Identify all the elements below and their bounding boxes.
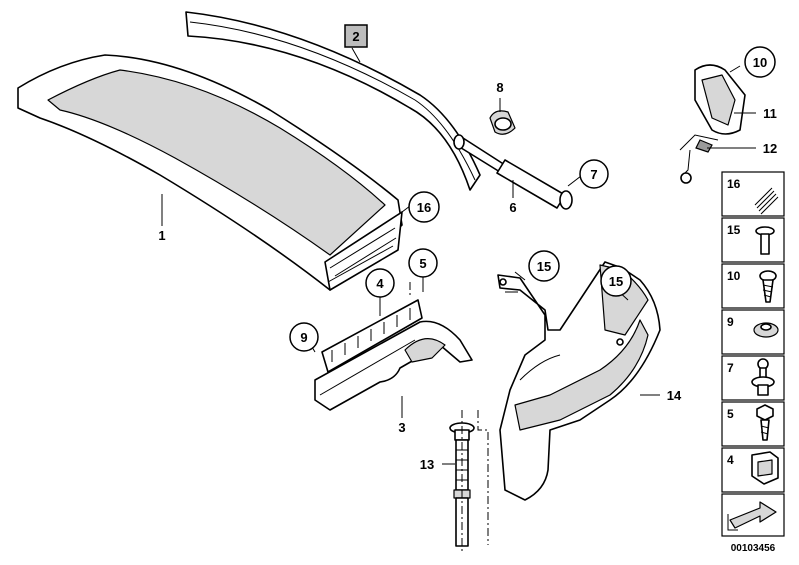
ball-stud-icon bbox=[751, 358, 775, 396]
callout-1: 1 bbox=[158, 228, 165, 243]
clip-icon bbox=[751, 451, 779, 485]
svg-text:11: 11 bbox=[763, 106, 777, 121]
leader-lines bbox=[161, 47, 756, 465]
svg-text:6: 6 bbox=[509, 200, 516, 215]
svg-text:1: 1 bbox=[158, 228, 165, 243]
callout-16: 16 bbox=[408, 191, 440, 223]
screw-icon bbox=[759, 270, 777, 303]
part-4-clip-rail bbox=[321, 299, 423, 373]
svg-text:7: 7 bbox=[727, 361, 734, 375]
svg-text:15: 15 bbox=[609, 274, 623, 289]
callout-5: 5 bbox=[408, 248, 438, 278]
callout-15-b: 15 bbox=[600, 265, 632, 297]
legend-arrow-tile bbox=[721, 493, 785, 537]
arrow-icon bbox=[727, 501, 777, 531]
callout-13: 13 bbox=[420, 457, 434, 472]
svg-text:8: 8 bbox=[496, 80, 503, 95]
grommet-icon bbox=[753, 322, 779, 338]
legend-item-4: 4 bbox=[721, 447, 785, 493]
svg-text:4: 4 bbox=[376, 276, 384, 291]
svg-text:10: 10 bbox=[753, 55, 767, 70]
part-8-ball-socket bbox=[489, 110, 516, 135]
part-10-11-12-latch bbox=[679, 64, 746, 184]
callout-10: 10 bbox=[744, 46, 776, 78]
svg-text:9: 9 bbox=[727, 315, 734, 329]
part-13-bolt bbox=[449, 410, 475, 552]
legend-item-15: 15 bbox=[721, 217, 785, 263]
svg-text:13: 13 bbox=[420, 457, 434, 472]
legend-item-5: 5 bbox=[721, 401, 785, 447]
part-3-bracket bbox=[314, 320, 473, 411]
svg-text:10: 10 bbox=[727, 269, 741, 283]
callout-3: 3 bbox=[398, 420, 405, 435]
assembly-lines bbox=[409, 282, 489, 545]
callout-4: 4 bbox=[365, 268, 395, 298]
legend-item-9: 9 bbox=[721, 309, 785, 355]
callout-6: 6 bbox=[509, 200, 516, 215]
svg-text:2: 2 bbox=[352, 29, 359, 44]
svg-text:15: 15 bbox=[727, 223, 741, 237]
document-number: 00103456 bbox=[731, 543, 776, 554]
hex-screw-icon bbox=[756, 404, 774, 441]
svg-text:16: 16 bbox=[727, 177, 741, 191]
callout-15-a: 15 bbox=[528, 250, 560, 282]
legend-item-10: 10 bbox=[721, 263, 785, 309]
svg-text:15: 15 bbox=[537, 259, 551, 274]
legend-item-16: 16 bbox=[721, 171, 785, 217]
part-14-trim-panel bbox=[497, 261, 661, 501]
callout-7: 7 bbox=[579, 159, 609, 189]
push-rivet-icon bbox=[755, 226, 775, 255]
callout-9: 9 bbox=[289, 322, 319, 352]
legend-item-7: 7 bbox=[721, 355, 785, 401]
svg-text:16: 16 bbox=[417, 200, 431, 215]
legend-column: 16 15 10 9 bbox=[721, 171, 785, 554]
svg-text:12: 12 bbox=[763, 141, 777, 156]
callout-11: 11 bbox=[763, 106, 777, 121]
svg-text:4: 4 bbox=[727, 453, 734, 467]
callout-14: 14 bbox=[667, 388, 682, 403]
spring-icon bbox=[754, 187, 779, 215]
svg-text:14: 14 bbox=[667, 388, 682, 403]
svg-text:9: 9 bbox=[300, 330, 307, 345]
part-1-rear-lid bbox=[17, 54, 403, 291]
svg-text:3: 3 bbox=[398, 420, 405, 435]
callout-12: 12 bbox=[763, 141, 777, 156]
callout-2: 2 bbox=[344, 24, 368, 48]
svg-text:5: 5 bbox=[727, 407, 734, 421]
callout-8: 8 bbox=[496, 80, 503, 95]
part-6-gas-strut bbox=[453, 134, 573, 210]
svg-text:7: 7 bbox=[590, 167, 597, 182]
svg-text:5: 5 bbox=[419, 256, 426, 271]
